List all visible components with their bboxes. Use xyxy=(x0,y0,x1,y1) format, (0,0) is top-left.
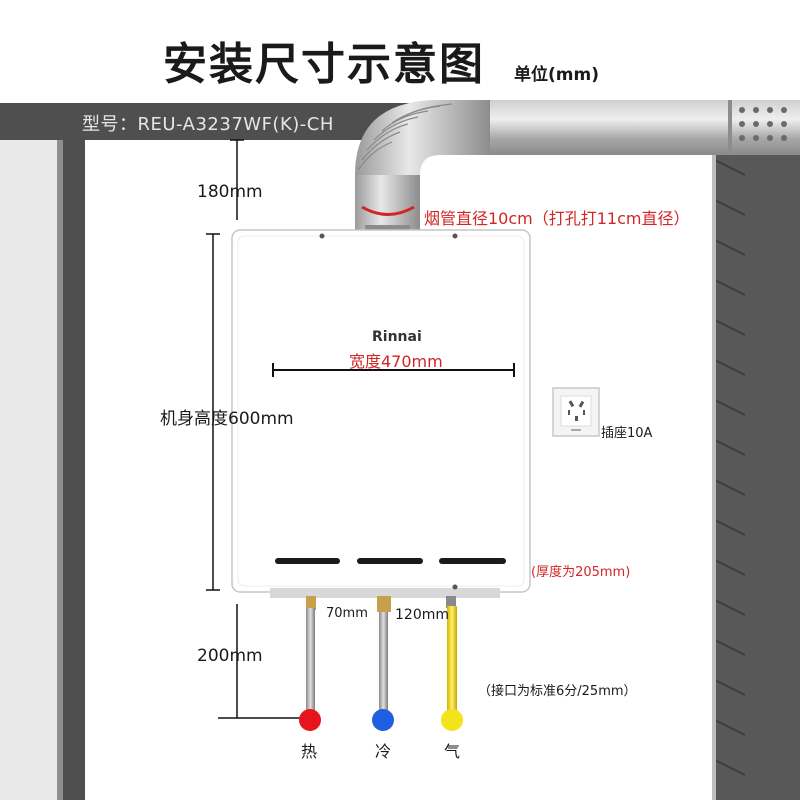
flue-pipe-vertical xyxy=(355,175,420,233)
unit-label: 单位(mm) xyxy=(514,65,599,85)
heater-vent-1 xyxy=(275,558,340,564)
right-wall-edge xyxy=(715,140,800,800)
width-label: 宽度470mm xyxy=(349,352,443,371)
brand-logo: Rinnai xyxy=(372,329,422,345)
hot-water-indicator xyxy=(299,709,321,731)
flue-vent-holes xyxy=(739,107,787,141)
gas-hose xyxy=(447,606,457,712)
model-number: 型号：REU-A3237WF(K)-CH xyxy=(82,114,334,135)
left-panel xyxy=(0,140,57,800)
body-height-label: 机身高度600mm xyxy=(160,409,294,429)
cold-water-label: 冷 xyxy=(375,742,392,761)
cold-gas-spacing-label: 120mm xyxy=(395,607,449,623)
flue-diameter-arrow xyxy=(361,205,415,216)
flue-pipe-label: 烟管直径10cm（打孔打11cm直径） xyxy=(424,209,690,228)
heater-vent-2 xyxy=(357,558,423,564)
socket-label: 插座10A xyxy=(601,426,653,441)
page-title: 安装尺寸示意图 xyxy=(163,39,485,90)
connector-label: （接口为标准6分/25mm） xyxy=(478,684,637,699)
hot-water-label: 热 xyxy=(301,742,318,761)
gas-indicator xyxy=(441,709,463,731)
heater-vent-3 xyxy=(439,558,506,564)
hot-cold-spacing-label: 70mm xyxy=(326,606,368,621)
bottom-clearance-label: 200mm xyxy=(197,646,263,666)
top-clearance-label: 180mm xyxy=(197,182,263,202)
thickness-label: (厚度为205mm) xyxy=(531,565,631,580)
cold-water-hose xyxy=(379,612,388,712)
flue-pipe-horizontal xyxy=(440,100,800,155)
hot-water-hose xyxy=(306,608,315,712)
cold-water-indicator xyxy=(372,709,394,731)
gas-label: 气 xyxy=(444,742,461,761)
